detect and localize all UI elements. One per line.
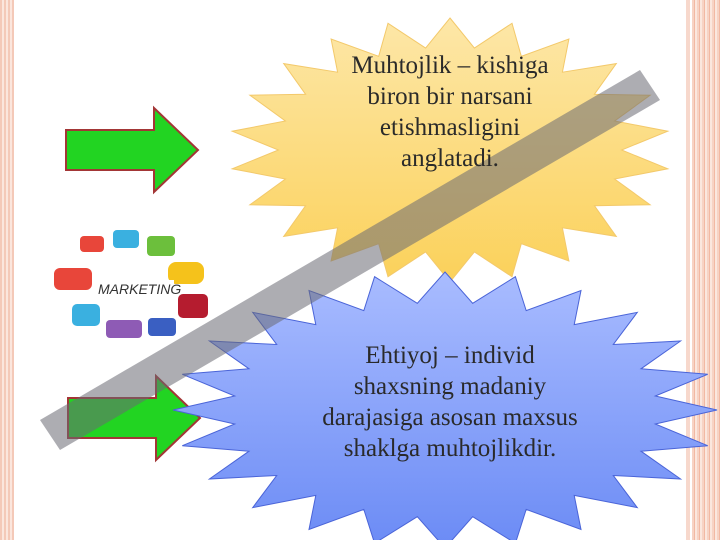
arrow-right-bottom	[67, 373, 202, 463]
marketing-speech-bubbles	[54, 230, 208, 338]
left-decorative-border	[0, 0, 14, 540]
right-border-line	[686, 0, 690, 540]
right-decorative-border	[692, 0, 720, 540]
arrow-right-top	[65, 105, 200, 195]
burst-top-text: Muhtojlik – kishiga biron bir narsani et…	[351, 52, 549, 172]
burst-bottom-text: Ehtiyoj – individ shaxsning madaniy dara…	[322, 342, 578, 462]
marketing-label-bg	[94, 280, 174, 298]
marketing-word: MARKETING	[98, 281, 181, 297]
